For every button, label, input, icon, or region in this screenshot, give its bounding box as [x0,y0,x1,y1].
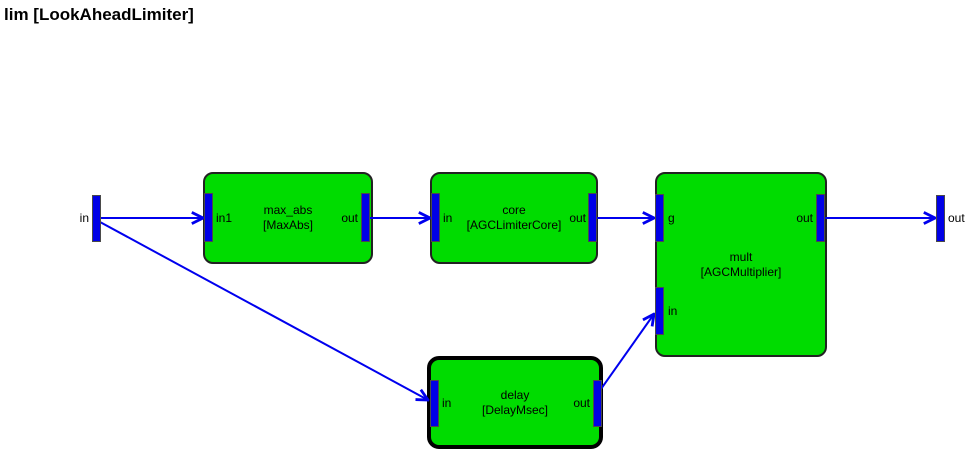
port-label-mult-g: g [668,211,675,225]
block-delay-name: delay [500,387,530,402]
port-label-delay-out: out [573,396,590,410]
port-core-out[interactable] [588,193,597,242]
wire-delay-to-mult-in [600,314,654,390]
wire-input-to-delay [99,221,428,400]
block-core-name: core [502,203,526,217]
port-label-core-out: out [569,211,586,225]
port-label-diagram-output: out [948,211,965,225]
port-diagram-input[interactable] [92,195,101,242]
port-core-in[interactable] [431,193,440,242]
port-mult-out[interactable] [816,194,825,242]
port-label-maxabs-out: out [341,211,358,225]
block-mult[interactable]: mult [AGCMultiplier] [655,172,827,357]
port-delay-out[interactable] [593,380,602,427]
block-max-abs-name: max_abs [263,203,313,217]
port-maxabs-out[interactable] [361,193,370,242]
port-label-maxabs-in1: in1 [216,211,233,225]
port-label-mult-in: in [668,304,678,318]
block-mult-name: mult [729,249,753,264]
port-mult-g[interactable] [655,194,664,242]
port-delay-in[interactable] [430,380,439,427]
block-delay-type: [DelayMsec] [481,402,549,417]
block-mult-type: [AGCMultiplier] [700,264,782,279]
port-label-diagram-input: in [79,211,89,225]
block-delay[interactable]: delay [DelayMsec] [427,356,603,449]
port-label-mult-out: out [796,211,813,225]
block-core-type: [AGCLimiterCore] [466,218,562,232]
block-max-abs-type: [MaxAbs] [262,218,313,232]
block-max-abs[interactable]: max_abs [MaxAbs] [203,172,373,264]
port-mult-in[interactable] [655,287,664,335]
port-label-core-in: in [443,211,453,225]
port-diagram-output[interactable] [936,195,945,242]
port-label-delay-in: in [442,396,452,410]
port-maxabs-in1[interactable] [204,193,213,242]
diagram-title: lim [LookAheadLimiter] [4,5,194,24]
